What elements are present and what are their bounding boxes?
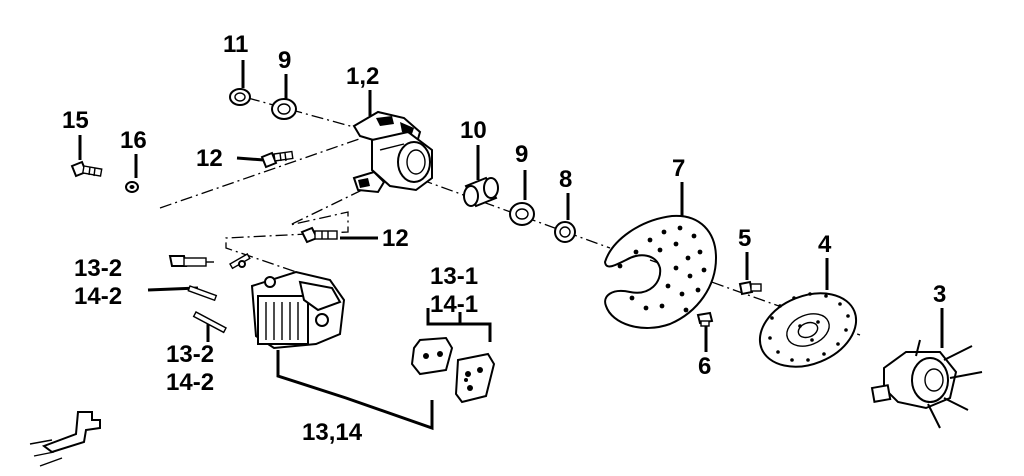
bolt-part-15 [70, 160, 103, 178]
pin-part-13-2-lower [192, 311, 227, 334]
label-12-lower: 12 [382, 225, 409, 252]
label-14-1: 14-1 [430, 291, 478, 318]
bearing-part-9-upper [271, 98, 297, 120]
shield-holes [617, 225, 707, 313]
label-1-2: 1,2 [346, 63, 379, 90]
label-13-2-upper: 13-2 [74, 255, 122, 282]
wheel-hub-part-3 [870, 339, 983, 429]
brake-pad-inner [410, 336, 454, 376]
pin-part-13-2-upper [187, 285, 218, 302]
bolt-part-12-lower [300, 226, 338, 244]
brake-pad-outer [454, 352, 496, 404]
label-14-2-upper: 14-2 [74, 283, 122, 310]
spacer-sleeve-part-10 [463, 176, 499, 208]
label-13-1: 13-1 [430, 263, 478, 290]
bleeder-valve [168, 255, 214, 267]
label-11: 11 [223, 31, 248, 58]
washer-part-16 [125, 181, 139, 193]
label-14-2-lower: 14-2 [166, 369, 214, 396]
label-9-upper: 9 [278, 47, 291, 74]
front-direction-arrow-icon [29, 411, 101, 467]
label-9-lower: 9 [515, 141, 528, 168]
label-6: 6 [698, 353, 711, 380]
seal-part-11 [229, 88, 251, 106]
label-13-14: 13,14 [302, 419, 363, 446]
bearing-part-9-lower [509, 202, 535, 226]
leader-lines [78, 60, 944, 431]
caliper-fins [265, 302, 299, 340]
knuckle-housing-part-1-2 [352, 110, 433, 194]
caliper-pin-upper [229, 253, 251, 270]
bolt-part-5 [738, 280, 762, 296]
label-16: 16 [120, 127, 147, 154]
label-5: 5 [738, 225, 751, 252]
label-8: 8 [559, 166, 572, 193]
brake-caliper-part-13-14 [250, 270, 346, 350]
label-13-2-lower: 13-2 [166, 341, 214, 368]
screw-part-6 [696, 311, 714, 327]
brake-disc-part-4 [758, 292, 858, 368]
bolt-part-12-upper [260, 150, 294, 169]
disc-holes [768, 292, 850, 362]
label-12-upper: 12 [196, 145, 223, 172]
label-10: 10 [460, 117, 487, 144]
label-3: 3 [933, 281, 946, 308]
label-15: 15 [62, 107, 89, 134]
label-4: 4 [818, 231, 832, 258]
part-labels: 11 9 1,2 15 16 12 10 9 8 7 12 5 4 3 13-2… [62, 31, 946, 446]
seal-part-8 [554, 221, 576, 243]
dust-shield-part-7 [603, 214, 718, 329]
label-7: 7 [672, 155, 685, 182]
